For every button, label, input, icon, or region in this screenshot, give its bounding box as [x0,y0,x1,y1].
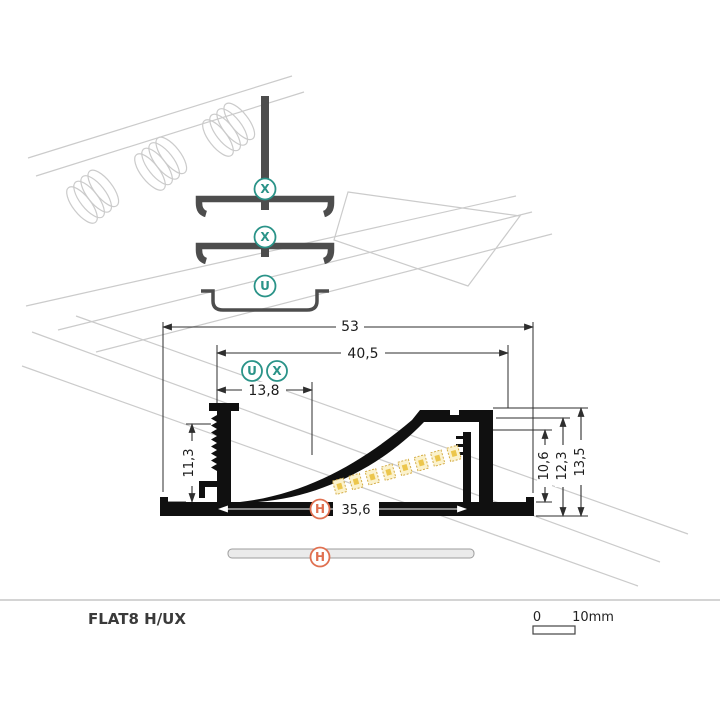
mounting-clip-u [201,289,329,312]
dim-inner-height: 10,6 [537,452,552,481]
marker-u-label: U [260,279,270,293]
profile-top-notch [450,410,459,415]
marker-u-icon [241,360,263,382]
dim-mid-height: 12,3 [555,452,570,481]
dimensions: 53 40,5 13,8 11,3 10,6 12,3 13,5 [162,318,588,517]
clip-tab [261,246,269,257]
marker-u-icon [253,274,277,298]
clip-tab [261,199,269,210]
led-strip [331,444,462,496]
footer: FLAT8 H/UX 0 10mm [0,599,720,635]
marker-h-icon [309,498,331,520]
background-isometric-sketch [21,75,689,587]
profile-title: FLAT8 H/UX [88,610,186,628]
profile-left-post [217,408,231,502]
dim-inner-width: 13,8 [248,383,279,399]
marker-x-label: X [260,182,270,196]
profile-rib [456,436,463,439]
profile-post-cap [209,403,239,411]
marker-x-icon [266,360,288,382]
marker-x-icon [253,225,277,249]
spring-icon [134,136,188,191]
profile-serration [211,415,217,471]
spring-icon [202,102,256,157]
marker-u-label: U [247,364,257,378]
marker-h-icon [309,546,331,568]
marker-h-label: H [315,550,325,564]
dim-base-width: 35,6 [342,503,371,518]
scale-bar [532,625,576,635]
dim-left-height: 11,3 [182,449,197,478]
diffuser-strip [227,548,475,559]
marker-x-icon [253,177,277,201]
scale-zero-label: 0 [533,610,541,625]
dim-opening-width: 40,5 [347,346,378,362]
clip-stem [261,96,269,180]
led-chips [336,449,458,490]
reference-markers: X X U U X H H [241,177,331,568]
scale-ten-mm-label: 10mm [572,610,614,625]
profile-right-wall [479,410,493,502]
marker-h-label: H [315,502,325,516]
profile-rib [456,444,463,447]
dim-total-width: 53 [341,319,359,335]
marker-x-label: X [260,230,270,244]
dimension-base-width: 35,6 [218,502,467,518]
spring-icon [66,169,120,224]
profile-hook [199,481,217,498]
profile-curved-cover [240,410,493,502]
profile-inner-rib-bar [463,432,471,502]
marker-x-label: X [272,364,282,378]
dim-total-height: 13,5 [573,448,588,477]
